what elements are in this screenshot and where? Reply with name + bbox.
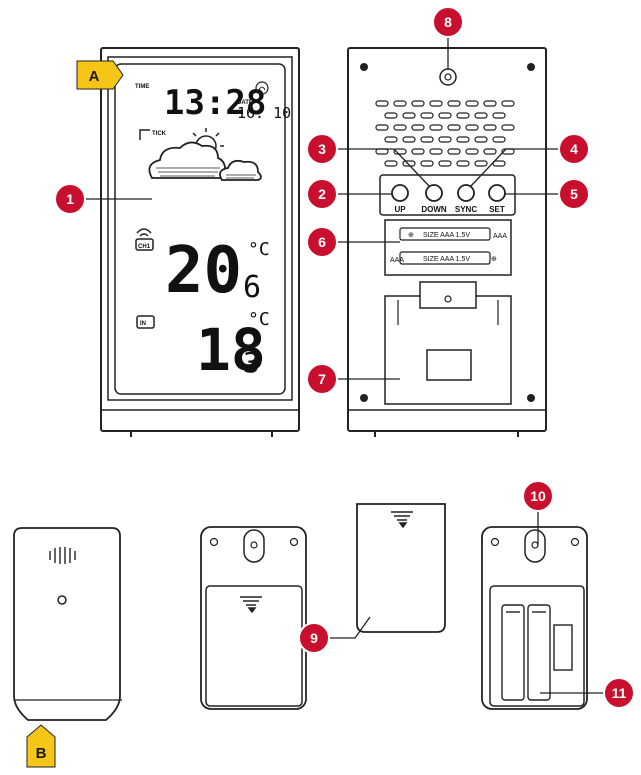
sensor-front: [13, 527, 122, 721]
battery-compartment: ⊕ SIZE AAA 1.5V AAA AAA SIZE AAA 1.5V ⊕: [384, 219, 512, 276]
down-button[interactable]: DOWN: [421, 184, 447, 214]
led-icon: [57, 595, 67, 605]
arrow-down-icon-2: [391, 511, 413, 529]
svg-text:AAA: AAA: [390, 257, 404, 264]
screw-icons: [360, 63, 535, 402]
svg-text:10: 10: [530, 488, 546, 504]
svg-text:11: 11: [612, 685, 627, 701]
keyhole-icon: [243, 529, 265, 563]
hanging-hole-icon: [439, 68, 457, 86]
callout-11: 11: [603, 677, 635, 709]
date-value: 16. 10: [237, 104, 291, 122]
cloudy-sun-icon: [148, 128, 262, 181]
svg-text:7: 7: [318, 371, 326, 387]
svg-text:6: 6: [318, 234, 326, 250]
svg-text:⊕: ⊕: [491, 256, 497, 263]
svg-text:TICK: TICK: [152, 131, 167, 137]
svg-text:CH1: CH1: [138, 244, 151, 250]
svg-text:8: 8: [444, 14, 452, 30]
leader-lines: [84, 37, 605, 694]
indoor-icon: IN: [136, 315, 155, 329]
battery-cover[interactable]: [205, 585, 303, 707]
date-label: DATE: [237, 100, 253, 106]
svg-text:⊕: ⊕: [408, 232, 414, 239]
callout-1: 1: [54, 183, 86, 215]
svg-text:SET: SET: [489, 205, 505, 214]
svg-text:IN: IN: [140, 321, 146, 327]
outdoor-temp-main: 20: [165, 234, 242, 308]
callout-4: 4: [558, 133, 590, 165]
callout-9: 9: [298, 622, 330, 654]
back-unit: UP DOWN SYNC SET ⊕ SIZE AAA 1.5V AAA AAA…: [347, 47, 547, 437]
arrow-down-icon: [240, 596, 262, 614]
callout-10: 10: [522, 480, 554, 512]
sync-button[interactable]: SYNC: [455, 184, 477, 214]
battery-cover-detached: [356, 503, 446, 633]
callout-7: 7: [306, 363, 338, 395]
callout-5: 5: [558, 178, 590, 210]
front-unit: TIME 13:28 DATE 16. 10 TICK: [100, 47, 300, 437]
svg-text:SIZE AAA 1.5V: SIZE AAA 1.5V: [423, 232, 470, 239]
callout-8: 8: [432, 6, 464, 38]
sensor-back-open: [481, 526, 588, 710]
time-value: 13:28: [164, 83, 266, 123]
svg-text:UP: UP: [394, 205, 406, 214]
callout-2: 2: [306, 178, 338, 210]
tag-b: B: [26, 724, 56, 768]
svg-text:5: 5: [570, 186, 578, 202]
signal-icon: [255, 81, 269, 95]
svg-text:DOWN: DOWN: [421, 205, 447, 214]
svg-text:SIZE AAA 1.5V: SIZE AAA 1.5V: [423, 256, 470, 263]
svg-text:2: 2: [318, 186, 326, 202]
sensor-battery-slots: [501, 604, 573, 701]
sensor-indicator-icon: [49, 547, 76, 564]
svg-text:AAA: AAA: [493, 233, 507, 240]
svg-text:A: A: [89, 68, 100, 85]
set-button[interactable]: SET: [488, 184, 506, 214]
up-button[interactable]: UP: [391, 184, 409, 214]
svg-text:4: 4: [570, 141, 578, 157]
svg-text:B: B: [36, 745, 47, 762]
svg-text:3: 3: [318, 141, 326, 157]
svg-text:9: 9: [310, 630, 318, 646]
callout-6: 6: [306, 226, 338, 258]
tag-a: A: [76, 60, 124, 90]
stand[interactable]: [384, 281, 512, 405]
indoor-temp-main: 18: [196, 316, 266, 384]
tick-icon: TICK: [139, 129, 167, 140]
outdoor-temp-decimal: 6: [243, 270, 261, 305]
sensor-back-closed: [200, 526, 307, 710]
indoor-temp-decimal: 3: [243, 346, 260, 379]
callout-3: 3: [306, 133, 338, 165]
svg-text:SYNC: SYNC: [455, 205, 477, 214]
svg-text:1: 1: [66, 191, 74, 207]
speaker-grille: [375, 100, 515, 167]
time-label: TIME: [135, 84, 149, 90]
outdoor-unit: °C: [248, 239, 270, 260]
outdoor-sensor-icon: CH1: [135, 228, 154, 251]
indoor-unit: °C: [248, 309, 270, 330]
